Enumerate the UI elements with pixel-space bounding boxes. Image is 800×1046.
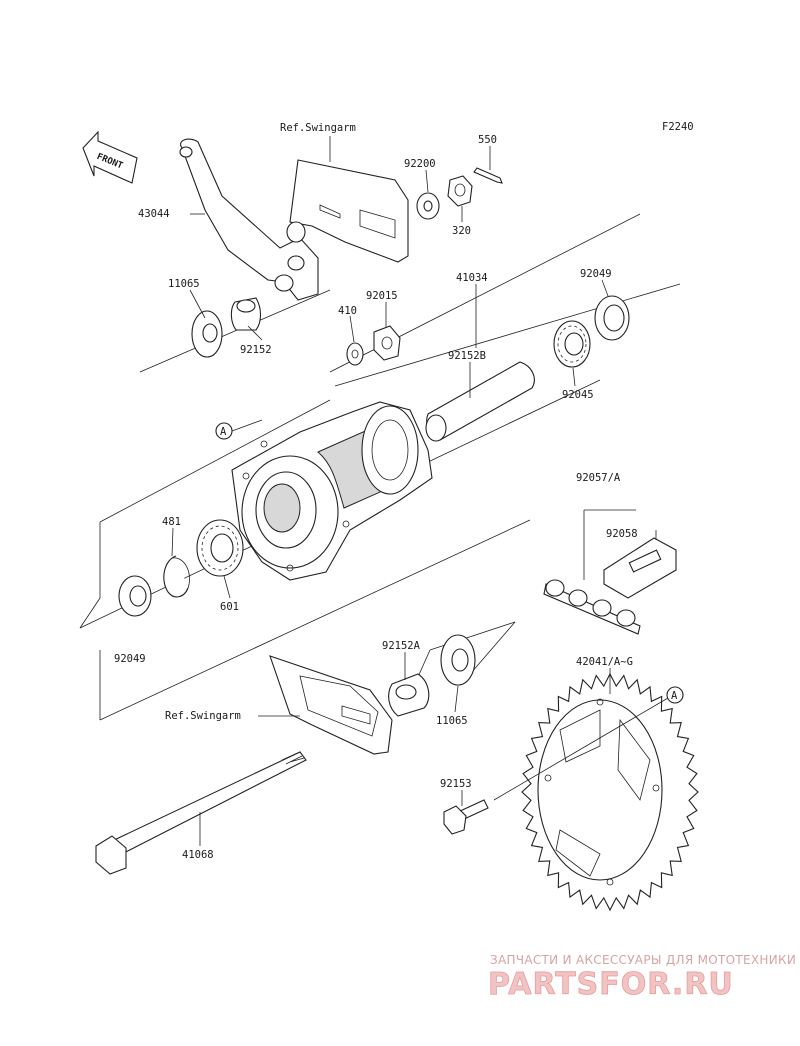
collar-92152a bbox=[388, 673, 430, 717]
label-92152b: 92152B bbox=[448, 350, 486, 362]
figure-code: F2240 bbox=[662, 121, 694, 133]
callout-a-hub-text: A bbox=[220, 426, 227, 438]
label-92045: 92045 bbox=[562, 389, 594, 401]
bearing-601 bbox=[196, 519, 244, 577]
label-41068: 41068 bbox=[182, 849, 214, 861]
part-number-leaders bbox=[171, 146, 611, 846]
label-601: 601 bbox=[220, 601, 239, 613]
watermark-subtitle: ЗАПЧАСТИ И АКСЕССУАРЫ ДЛЯ МОТОТЕХНИКИ bbox=[490, 953, 796, 967]
label-92152: 92152 bbox=[240, 344, 272, 356]
collar-11065-top bbox=[191, 310, 223, 358]
label-92153: 92153 bbox=[440, 778, 472, 790]
label-410: 410 bbox=[338, 305, 357, 317]
axle-41068 bbox=[95, 751, 307, 875]
collar-92152 bbox=[230, 297, 262, 331]
label-42041: 42041/A~G bbox=[576, 656, 633, 668]
nut-320 bbox=[447, 175, 473, 207]
callout-marker-a-sprocket: A bbox=[666, 686, 684, 704]
label-92015: 92015 bbox=[366, 290, 398, 302]
label-481: 481 bbox=[162, 516, 181, 528]
cotter-pin-550 bbox=[473, 167, 503, 184]
label-92057: 92057/A bbox=[576, 472, 621, 484]
sprocket-bolt-axis bbox=[493, 697, 669, 801]
torque-link-43044 bbox=[179, 138, 319, 301]
front-direction-arrow: FRONT bbox=[82, 130, 138, 184]
label-92200: 92200 bbox=[404, 158, 436, 170]
oil-seal-92049-bottom bbox=[118, 575, 152, 617]
swingarm-top bbox=[286, 159, 409, 263]
spacer-tube-92152b bbox=[425, 361, 535, 442]
nut-92015 bbox=[373, 325, 401, 361]
callout-a-sprocket-text: A bbox=[671, 690, 678, 702]
circlip-481 bbox=[163, 555, 190, 598]
oil-seal-92049-top bbox=[594, 295, 630, 341]
collar-11065-bottom bbox=[440, 634, 476, 686]
bearing-92045 bbox=[553, 320, 591, 368]
label-41034: 41034 bbox=[456, 272, 488, 284]
sprocket-42041 bbox=[521, 672, 699, 912]
ref-swingarm-bottom: Ref.Swingarm bbox=[165, 710, 241, 722]
label-92049-top: 92049 bbox=[580, 268, 612, 280]
label-92152a: 92152A bbox=[382, 640, 421, 652]
wheel-hub-41034 bbox=[231, 401, 433, 581]
chain-joint-92058 bbox=[603, 530, 677, 599]
label-320: 320 bbox=[452, 225, 471, 237]
label-11065-top: 11065 bbox=[168, 278, 200, 290]
label-92049-bottom: 92049 bbox=[114, 653, 146, 665]
ref-swingarm-top: Ref.Swingarm bbox=[280, 122, 356, 134]
washer-92200 bbox=[416, 192, 440, 220]
label-11065-bottom: 11065 bbox=[436, 715, 468, 727]
label-92058: 92058 bbox=[606, 528, 638, 540]
drive-chain-92057 bbox=[543, 509, 641, 635]
washer-410 bbox=[346, 342, 364, 366]
bolt-92153 bbox=[443, 799, 489, 835]
swingarm-bottom bbox=[269, 655, 393, 755]
label-550: 550 bbox=[478, 134, 497, 146]
callout-marker-a-hub: A bbox=[215, 419, 263, 440]
label-43044: 43044 bbox=[138, 208, 170, 220]
watermark: ЗАПЧАСТИ И АКСЕССУАРЫ ДЛЯ МОТОТЕХНИКИ PA… bbox=[488, 953, 796, 1002]
watermark-brand: PARTSFOR.RU bbox=[488, 967, 734, 1002]
